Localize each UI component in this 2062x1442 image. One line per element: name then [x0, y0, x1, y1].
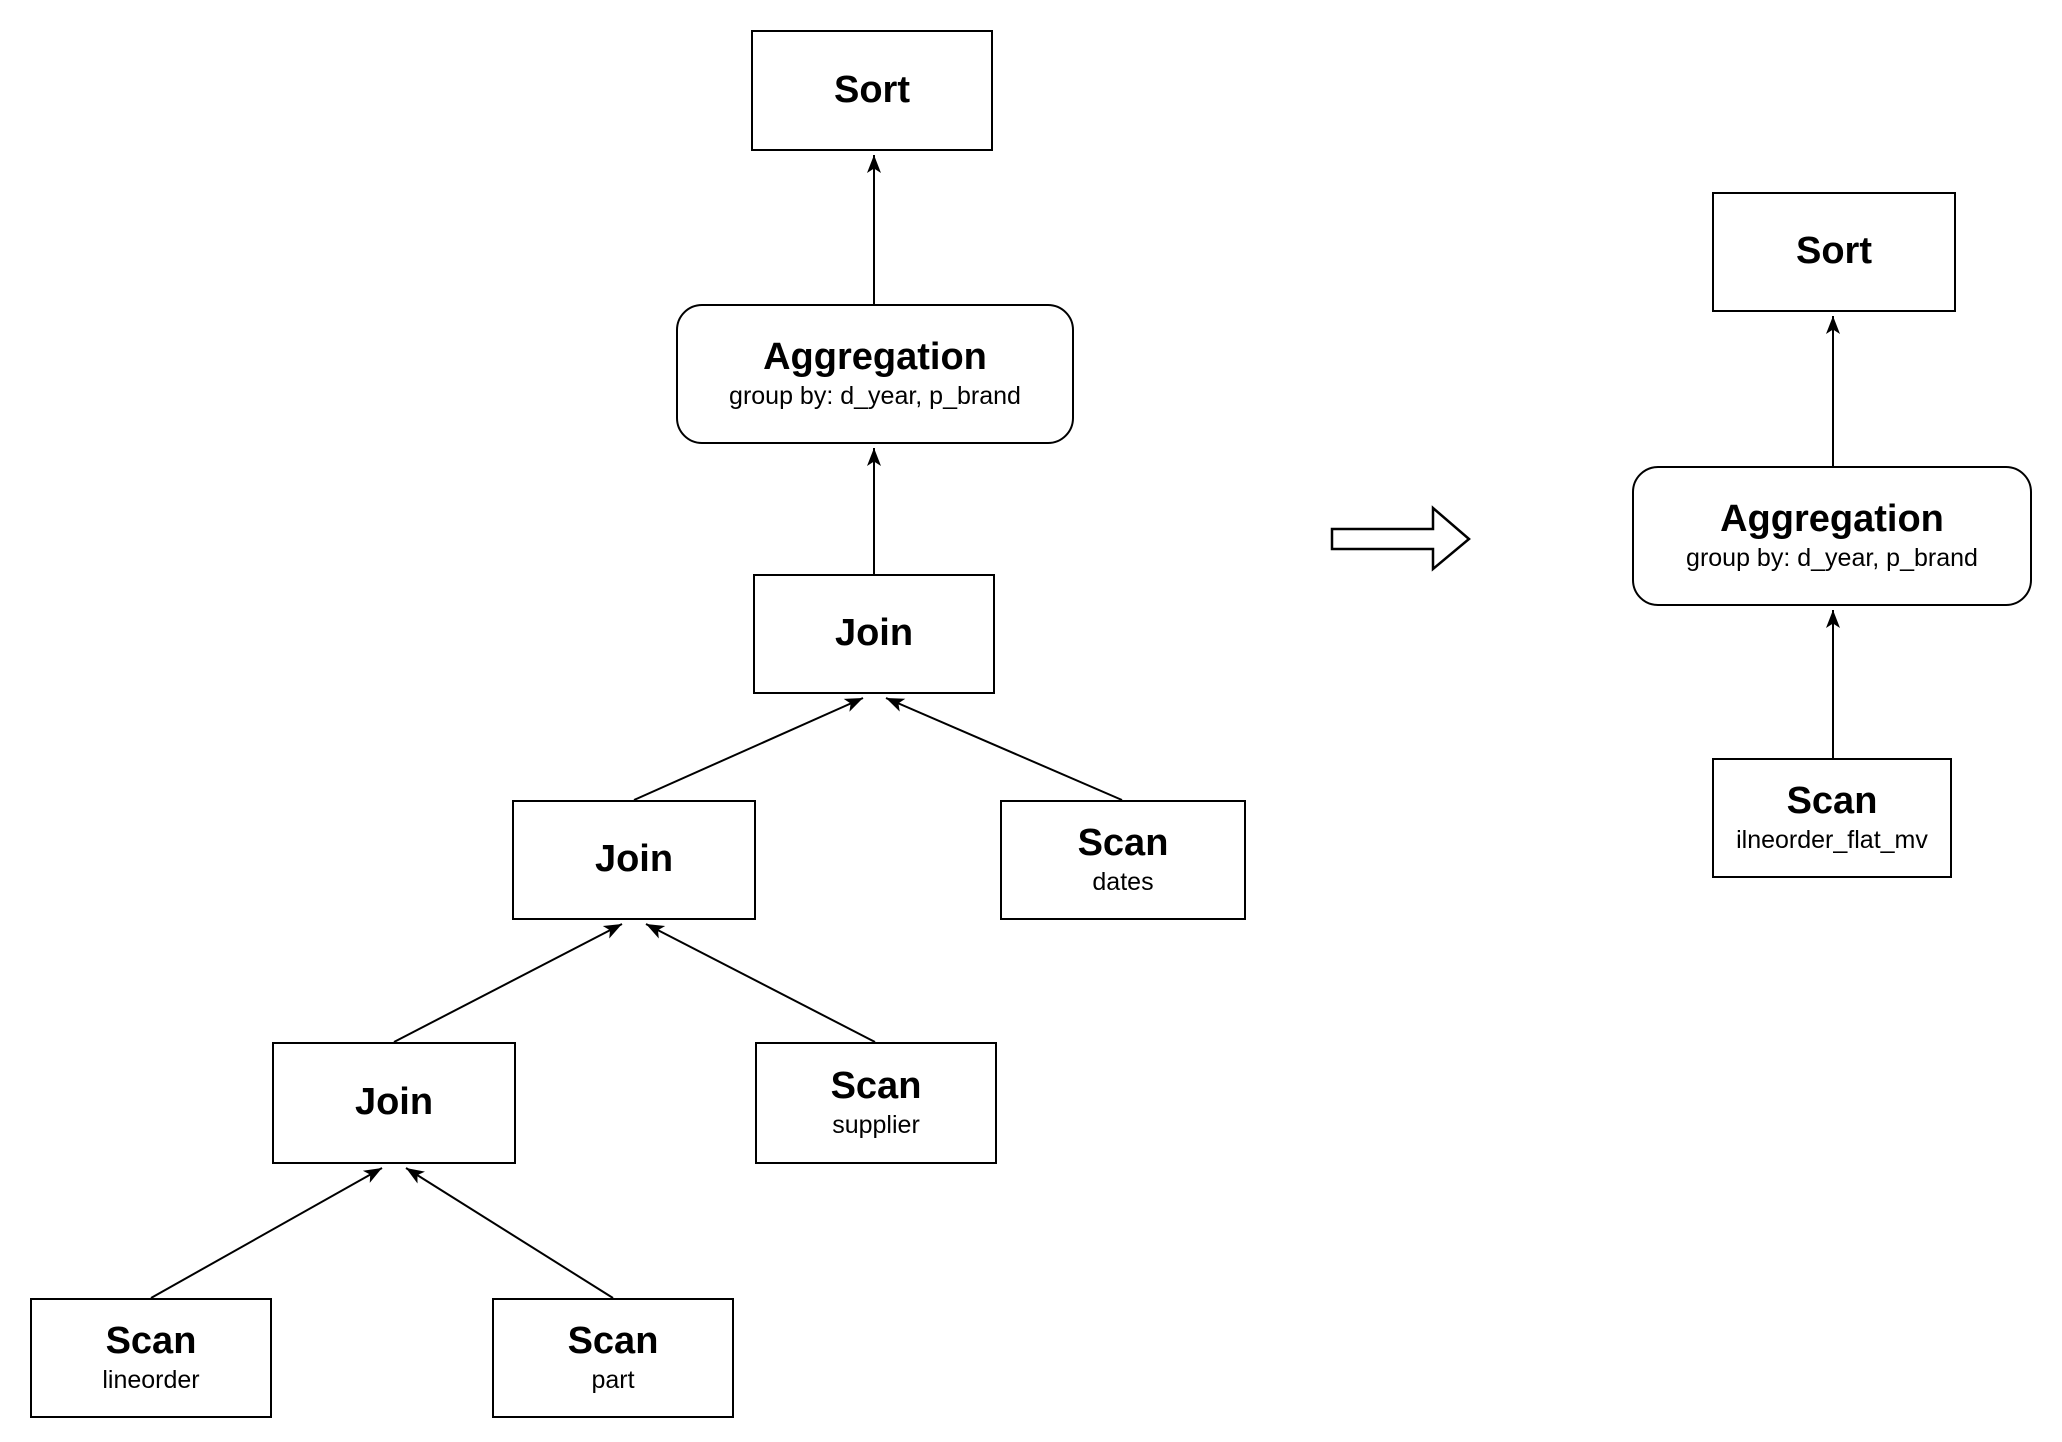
- node-label: Scan: [567, 1319, 659, 1362]
- node-label: Scan: [830, 1064, 922, 1107]
- edge-scan-dates-to-join-top: [885, 697, 1123, 801]
- plan-node-sort-right: Sort: [1712, 192, 1956, 312]
- edge-scan-supplier-to-join-mid: [645, 923, 876, 1043]
- node-sublabel: group by: d_year, p_brand: [729, 382, 1021, 411]
- node-label: Sort: [1796, 230, 1872, 273]
- node-label: Aggregation: [763, 335, 987, 378]
- edge-join-bottom-to-join-mid: [393, 923, 623, 1043]
- edge-join-mid-to-join-top: [633, 697, 864, 801]
- node-label: Join: [594, 838, 674, 881]
- node-label: Sort: [834, 68, 910, 111]
- node-sublabel: lineorder: [102, 1366, 200, 1395]
- plan-node-scan-materialized-view: Scan ilneorder_flat_mv: [1712, 758, 1952, 878]
- plan-node-join-mid: Join: [512, 800, 756, 920]
- node-label: Scan: [105, 1319, 197, 1362]
- node-sublabel: supplier: [832, 1111, 920, 1140]
- edge-scan-part-to-join-bottom: [405, 1167, 614, 1299]
- plan-node-aggregation-right: Aggregation group by: d_year, p_brand: [1632, 466, 2032, 606]
- plan-node-join-top: Join: [753, 574, 995, 694]
- node-label: Aggregation: [1720, 497, 1944, 540]
- rewrite-arrow-icon: [1330, 505, 1471, 572]
- node-label: Scan: [1786, 779, 1878, 822]
- plan-node-scan-supplier: Scan supplier: [755, 1042, 997, 1164]
- plan-node-scan-lineorder: Scan lineorder: [30, 1298, 272, 1418]
- plan-node-join-bottom: Join: [272, 1042, 516, 1164]
- edge-scan-lineorder-to-join-bottom: [150, 1167, 383, 1299]
- plan-node-aggregation-left: Aggregation group by: d_year, p_brand: [676, 304, 1074, 444]
- node-label: Join: [354, 1081, 434, 1124]
- node-sublabel: dates: [1092, 868, 1154, 897]
- node-sublabel: ilneorder_flat_mv: [1736, 826, 1928, 855]
- plan-node-sort-left: Sort: [751, 30, 993, 151]
- plan-node-scan-part: Scan part: [492, 1298, 734, 1418]
- node-label: Join: [834, 612, 914, 655]
- node-sublabel: part: [591, 1366, 635, 1395]
- node-sublabel: group by: d_year, p_brand: [1686, 544, 1978, 573]
- plan-node-scan-dates: Scan dates: [1000, 800, 1246, 920]
- node-label: Scan: [1077, 821, 1169, 864]
